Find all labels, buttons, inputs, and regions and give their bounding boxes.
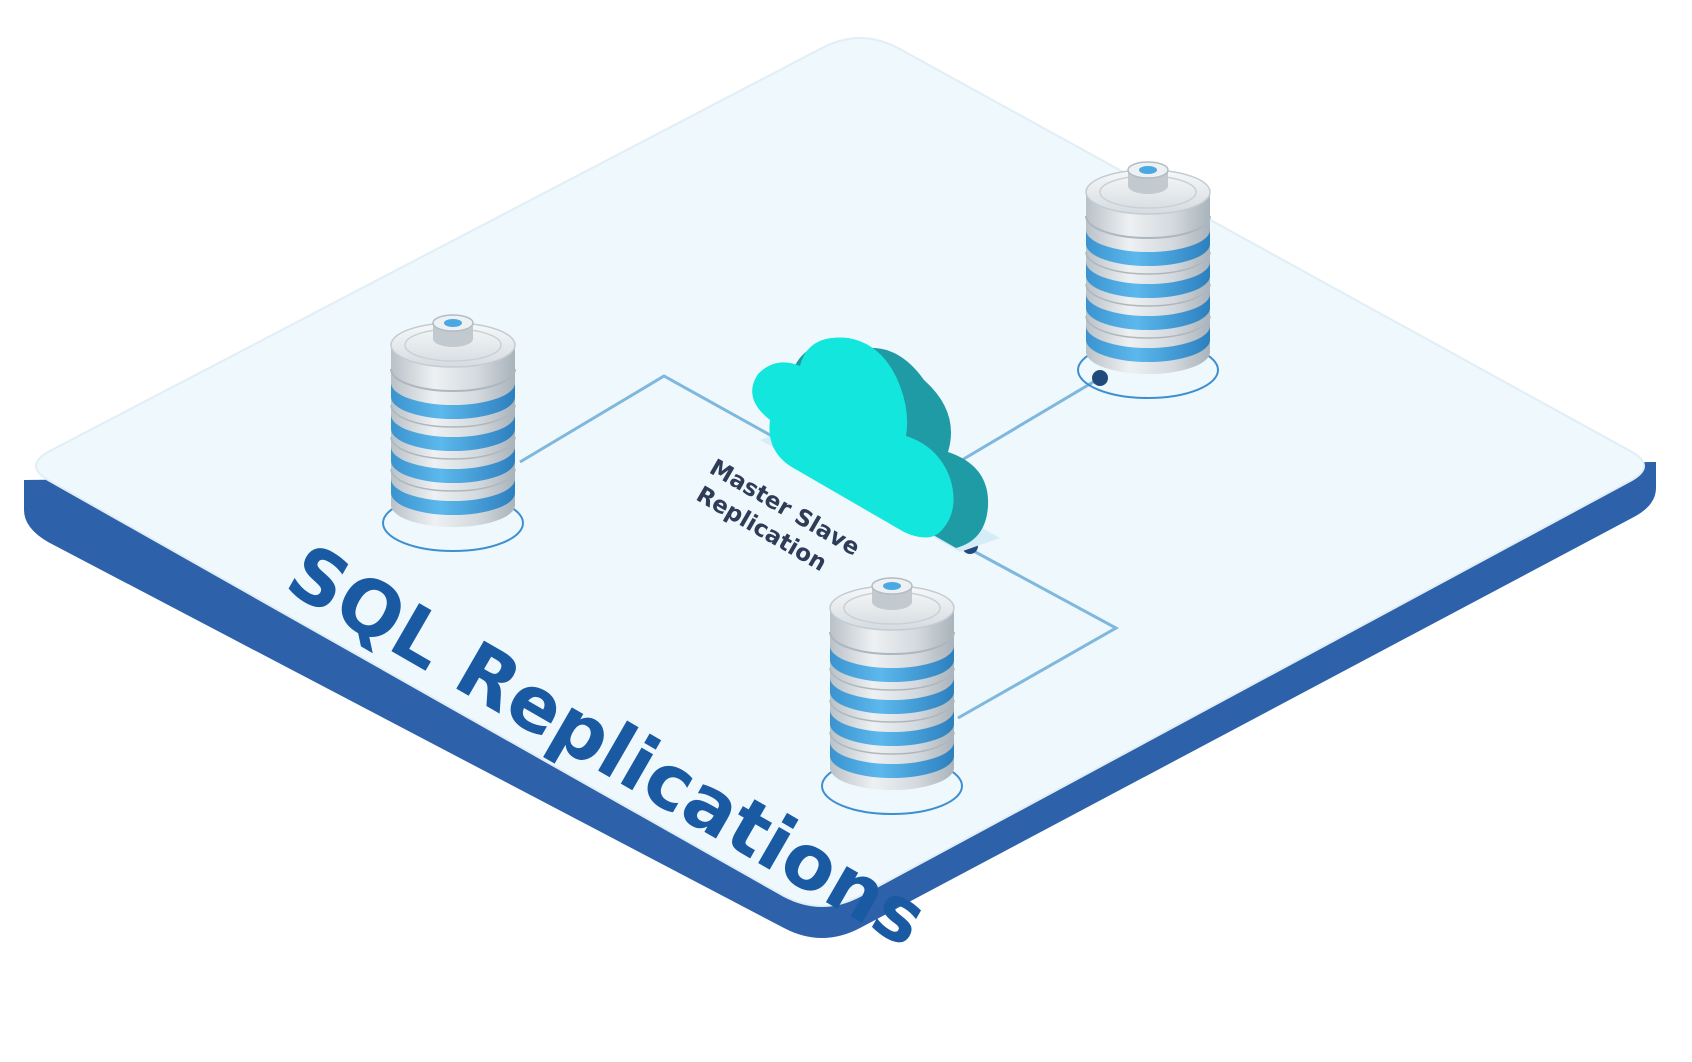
database-icon bbox=[821, 577, 963, 815]
database-icon bbox=[1077, 161, 1219, 399]
database-server-left bbox=[382, 314, 524, 552]
connector-left bbox=[519, 374, 816, 464]
node-dot-top-right bbox=[1092, 370, 1108, 386]
database-server-top-right bbox=[1077, 161, 1219, 399]
connectors bbox=[519, 374, 1120, 720]
cloud-icon bbox=[752, 337, 1000, 552]
connector-bottom bbox=[957, 546, 1120, 720]
database-icon bbox=[382, 314, 524, 552]
connector-top-right bbox=[961, 376, 1101, 462]
database-server-bottom bbox=[821, 577, 963, 815]
